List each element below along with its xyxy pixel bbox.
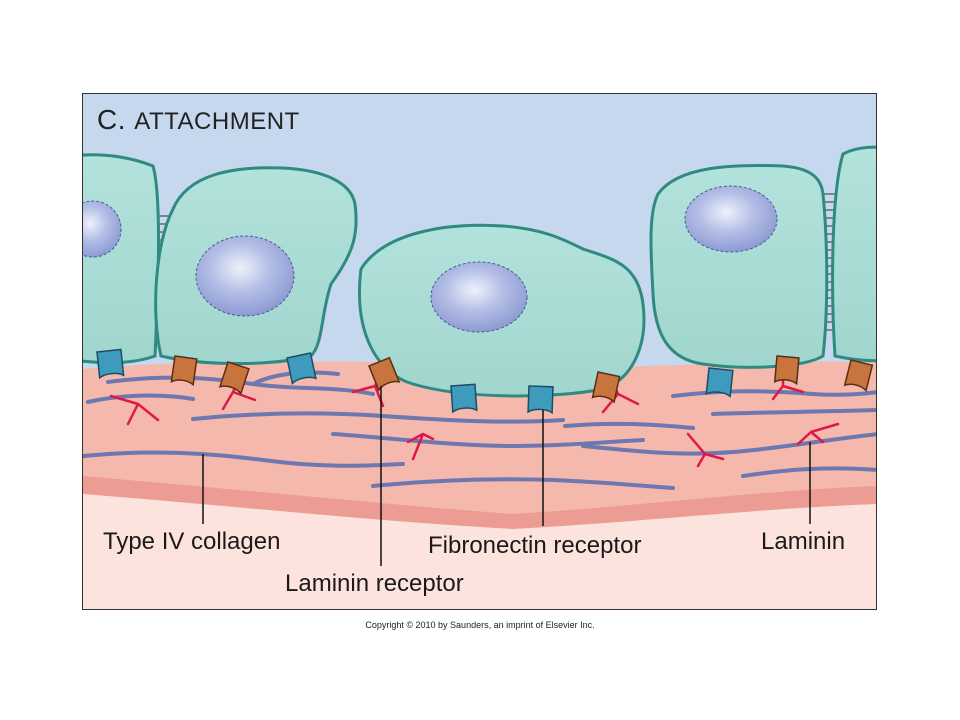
attachment-diagram: [83, 94, 876, 609]
laminin-receptor: [368, 356, 401, 392]
label-fibronectin-receptor: Fibronectin receptor: [428, 532, 642, 559]
fibronectin-receptors: [96, 348, 734, 415]
panel-letter: C.: [97, 104, 126, 135]
laminin-receptor: [843, 359, 874, 393]
tumor-cell: [154, 166, 358, 365]
laminin-receptors: [170, 355, 874, 404]
nucleus: [684, 185, 778, 253]
copyright-notice: Copyright © 2010 by Saunders, an imprint…: [365, 620, 595, 630]
panel-title-text: ATTACHMENT: [134, 108, 300, 135]
leader-lines: [202, 386, 811, 566]
tumor-cell: [83, 153, 160, 365]
lower-tissue: [83, 494, 876, 609]
fibronectin-receptor: [705, 367, 734, 398]
laminin-receptor: [218, 361, 250, 396]
label-laminin-receptor: Laminin receptor: [285, 570, 464, 597]
nucleus: [83, 200, 122, 258]
laminin-receptor: [773, 355, 800, 386]
diagram-frame: C. ATTACHMENT Type IV collagen Laminin r…: [82, 93, 877, 610]
tumor-cell: [649, 163, 829, 369]
panel-title: C. ATTACHMENT: [97, 104, 300, 136]
laminin-receptor: [170, 355, 198, 387]
tumor-cell: [831, 145, 876, 363]
label-laminin: Laminin: [761, 528, 846, 555]
type-iv-collagen-fibers: [83, 370, 876, 490]
fibronectin-receptor: [527, 385, 554, 415]
tumor-cell: [358, 223, 646, 398]
nucleus: [430, 261, 528, 333]
fibronectin-receptor: [450, 383, 478, 414]
fibronectin-receptor: [96, 348, 125, 380]
fibronectin-receptor: [286, 352, 317, 385]
laminin-receptor: [591, 371, 621, 404]
basement-band: [83, 476, 876, 529]
label-type-iv-collagen: Type IV collagen: [103, 528, 281, 555]
nucleus: [195, 235, 295, 317]
